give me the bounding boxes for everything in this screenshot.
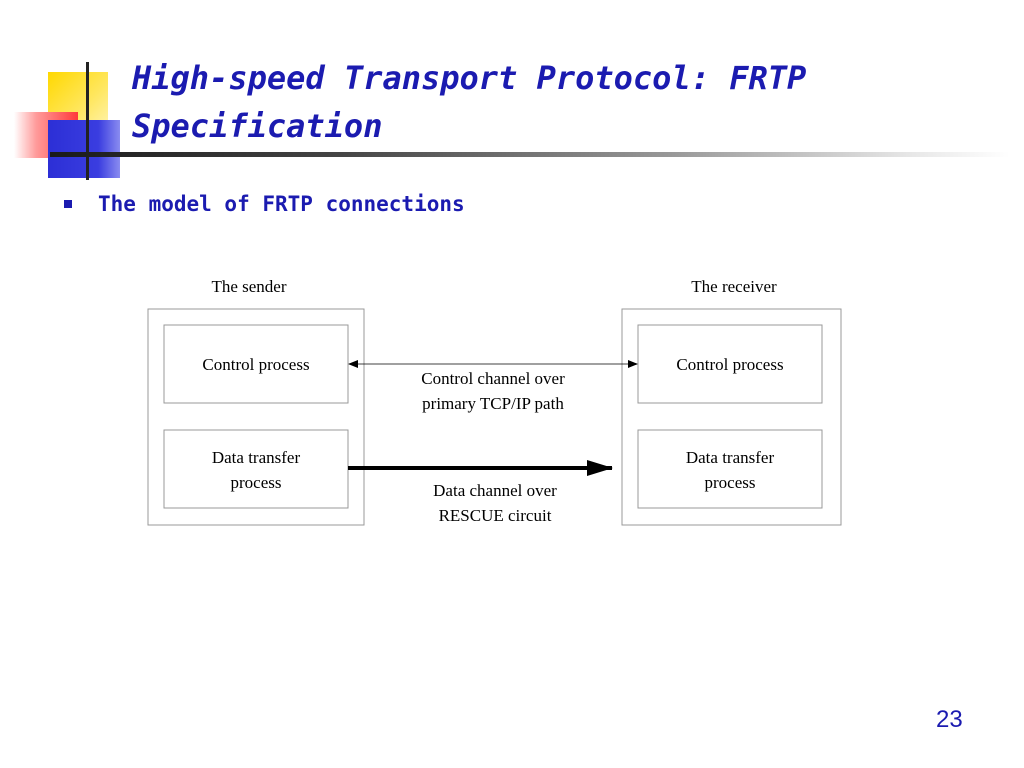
sender-data-transfer-label-2: process xyxy=(231,473,282,492)
receiver-label: The receiver xyxy=(691,277,777,296)
decor-vertical-line xyxy=(86,62,89,180)
title-underline xyxy=(50,152,1010,157)
sender-data-transfer-box xyxy=(163,429,349,509)
page-number: 23 xyxy=(936,706,963,733)
receiver-control-process-label: Control process xyxy=(676,355,783,374)
bullet-square-icon xyxy=(64,200,72,208)
control-channel-label-2: primary TCP/IP path xyxy=(422,394,564,413)
receiver-control-process-box xyxy=(637,324,823,404)
sender-label: The sender xyxy=(211,277,286,296)
bullet-text: The model of FRTP connections xyxy=(98,192,465,216)
receiver-data-transfer-box xyxy=(637,429,823,509)
slide-title-line2: Specification xyxy=(132,107,383,145)
sender-data-transfer-label-1: Data transfer xyxy=(212,448,301,467)
sender-control-process-box xyxy=(163,324,349,404)
slide-title-line1: High-speed Transport Protocol: FRTP xyxy=(132,59,807,97)
sender-control-process-label: Control process xyxy=(202,355,309,374)
bullet-item: The model of FRTP connections xyxy=(64,192,465,216)
slide-title: High-speed Transport Protocol: FRTP Spec… xyxy=(132,54,992,150)
receiver-data-transfer-label-1: Data transfer xyxy=(686,448,775,467)
decor-blue-square xyxy=(48,120,120,178)
data-channel-label-2: RESCUE circuit xyxy=(439,506,552,525)
receiver-data-transfer-label-2: process xyxy=(705,473,756,492)
data-channel-label-1: Data channel over xyxy=(433,481,557,500)
control-channel-label-1: Control channel over xyxy=(421,369,565,388)
